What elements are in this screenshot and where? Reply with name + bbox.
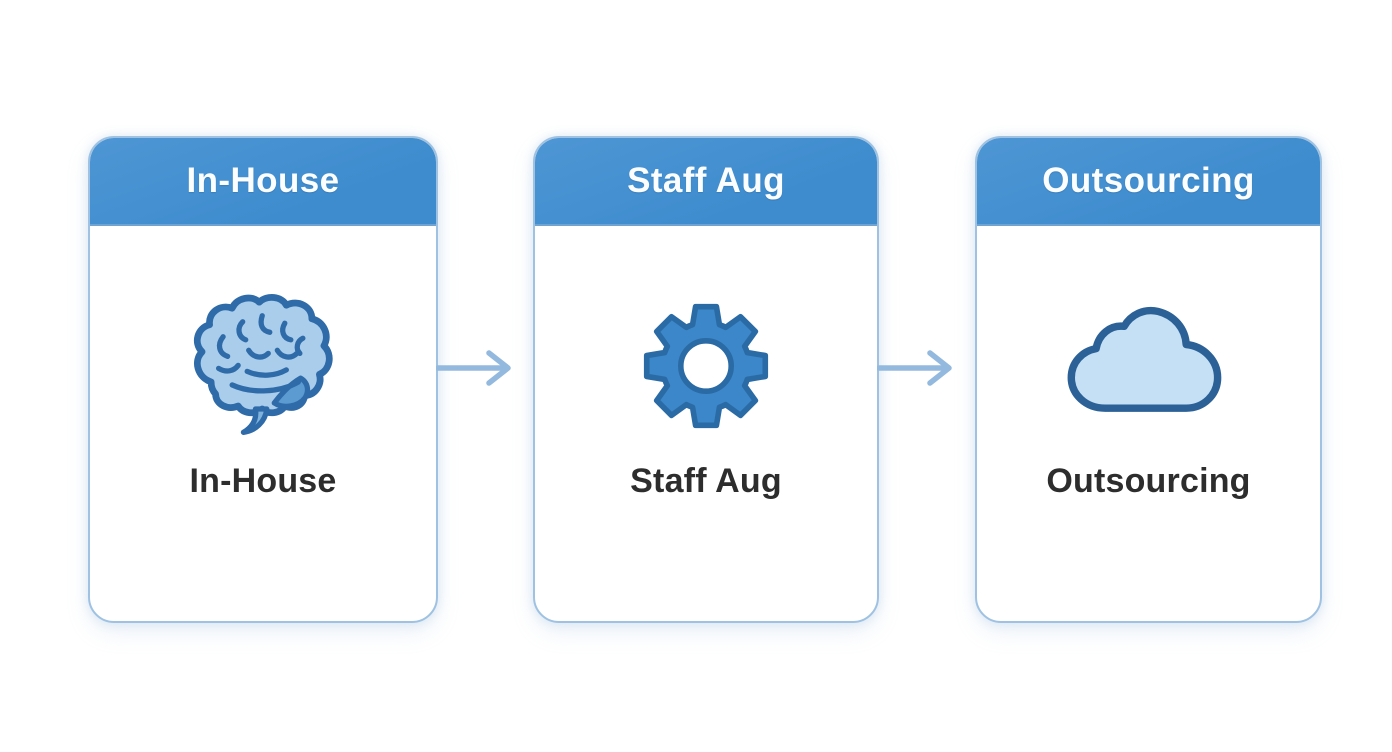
card-body: In-House <box>90 226 436 621</box>
card-header-title: Staff Aug <box>627 161 785 200</box>
card-header-title: In-House <box>186 161 340 200</box>
card-label: In-House <box>189 462 337 500</box>
card-header-in-house: In-House <box>90 138 436 226</box>
card-body: Staff Aug <box>535 226 877 621</box>
arrow-right-icon <box>436 350 511 386</box>
arrow-right-icon <box>877 350 952 386</box>
card-header-title: Outsourcing <box>1042 161 1255 200</box>
card-header-outsourcing: Outsourcing <box>977 138 1320 226</box>
card-label: Outsourcing <box>1046 462 1251 500</box>
card-header-staff-aug: Staff Aug <box>535 138 877 226</box>
card-outsourcing: Outsourcing Outsourcing <box>975 136 1322 623</box>
card-label: Staff Aug <box>630 462 782 500</box>
gear-icon <box>636 290 776 442</box>
brain-icon <box>184 290 342 442</box>
card-body: Outsourcing <box>977 226 1320 621</box>
card-staff-aug: Staff Aug Staff Aug <box>533 136 879 623</box>
cloud-icon <box>1058 290 1240 442</box>
card-in-house: In-House <box>88 136 438 623</box>
